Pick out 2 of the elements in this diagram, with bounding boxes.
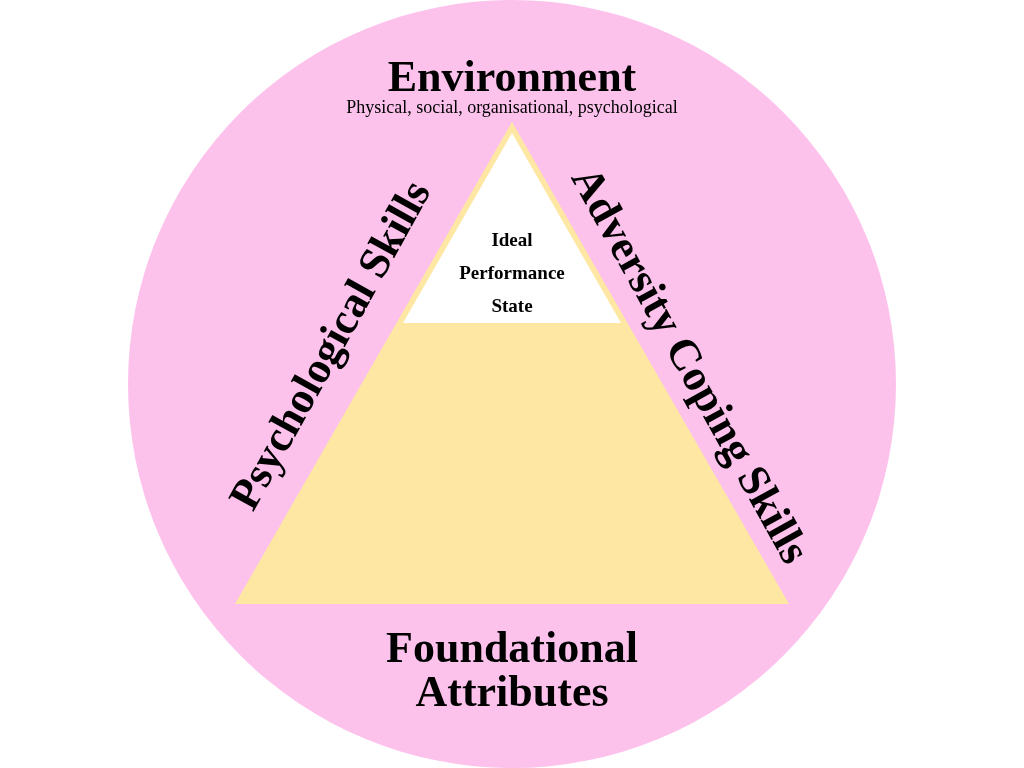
- node-label: Ideal Performance State: [458, 228, 566, 318]
- base-label: Foundational Attributes: [385, 626, 639, 714]
